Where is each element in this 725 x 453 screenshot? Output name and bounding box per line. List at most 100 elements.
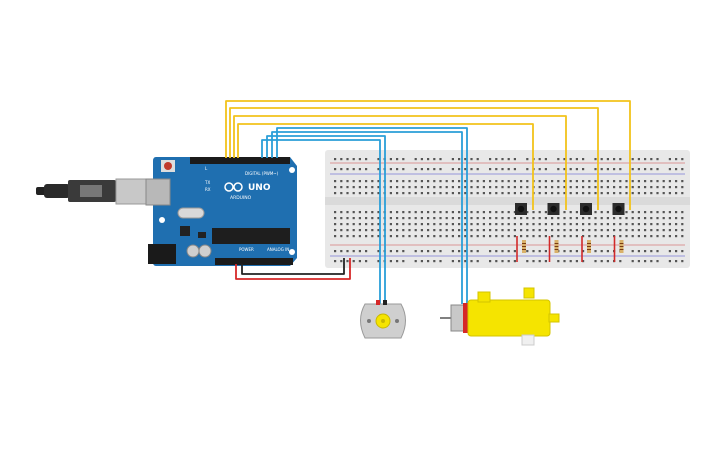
wire-yellow-3[interactable]: [233, 115, 567, 210]
breadboard-hole: [644, 211, 647, 214]
resistor-band: [619, 243, 624, 244]
breadboard-hole: [656, 260, 659, 263]
breadboard-hole: [365, 186, 368, 189]
wire-blue-4[interactable]: [276, 127, 468, 304]
breadboard-hole: [358, 158, 361, 161]
breadboard-hole: [668, 211, 671, 214]
breadboard-hole: [464, 180, 467, 183]
breadboard-hole: [631, 192, 634, 195]
resistor-icon[interactable]: [548, 236, 559, 262]
breadboard-hole: [346, 186, 349, 189]
wire-yellow-1[interactable]: [225, 100, 631, 210]
breadboard-hole: [544, 158, 547, 161]
breadboard-hole: [377, 192, 380, 195]
breadboard-hole: [557, 158, 560, 161]
breadboard-hole: [464, 186, 467, 189]
breadboard-hole: [402, 223, 405, 226]
breadboard-hole: [346, 180, 349, 183]
pushbutton-icon[interactable]: [580, 203, 592, 215]
resistor-icon[interactable]: [581, 236, 591, 262]
wire-black-ground[interactable]: [241, 258, 345, 275]
breadboard-hole: [340, 235, 343, 238]
breadboard-hole: [520, 223, 523, 226]
breadboard-hole: [662, 192, 665, 195]
wire-yellow-2[interactable]: [229, 107, 599, 210]
breadboard-hole: [594, 180, 597, 183]
breadboard-hole: [396, 250, 399, 253]
breadboard-hole: [681, 168, 684, 171]
breadboard-hole: [427, 211, 430, 214]
breadboard-hole: [538, 192, 541, 195]
breadboard-hole: [606, 223, 609, 226]
breadboard-hole: [470, 158, 473, 161]
breadboard-hole: [458, 186, 461, 189]
pushbutton-icon[interactable]: [515, 203, 527, 215]
breadboard-hole: [650, 211, 653, 214]
wires: [225, 100, 631, 304]
breadboard-hole: [563, 180, 566, 183]
breadboard-hole: [346, 158, 349, 161]
breadboard-hole: [594, 229, 597, 232]
dc-motor-icon[interactable]: [360, 300, 406, 339]
gear-motor-icon[interactable]: [440, 287, 560, 346]
breadboard-hole: [482, 235, 485, 238]
arduino-logo-icon: [224, 182, 243, 192]
wire-blue-1[interactable]: [261, 139, 381, 304]
breadboard-hole: [656, 250, 659, 253]
breadboard-hole: [526, 223, 529, 226]
breadboard-hole: [600, 217, 603, 220]
breadboard-hole: [631, 250, 634, 253]
gear-motor-shaft: [548, 313, 560, 323]
resistor-icon[interactable]: [613, 236, 624, 262]
breadboard-hole: [526, 229, 529, 232]
dc-motor-screw: [395, 319, 399, 323]
breadboard-hole: [365, 229, 368, 232]
breadboard-hole: [619, 235, 622, 238]
breadboard-hole: [557, 235, 560, 238]
breadboard-hole: [464, 217, 467, 220]
breadboard-hole: [656, 229, 659, 232]
wire-blue-2[interactable]: [266, 135, 386, 304]
breadboard-hole: [482, 211, 485, 214]
breadboard-hole: [637, 223, 640, 226]
gear-motor-tab: [523, 287, 535, 299]
breadboard-hole: [582, 168, 585, 171]
arduino-uno-board[interactable]: UNO ARDUINO DIGITAL (PWM~) POWER ANALOG …: [145, 157, 297, 266]
breadboard-hole: [389, 180, 392, 183]
pushbutton-icon[interactable]: [612, 203, 625, 215]
wire-blue-3[interactable]: [271, 131, 463, 304]
breadboard-hole: [476, 192, 479, 195]
breadboard-hole: [334, 217, 337, 220]
breadboard-hole: [433, 260, 436, 263]
breadboard-hole: [662, 186, 665, 189]
breadboard-hole: [445, 235, 448, 238]
resistor-band: [619, 249, 624, 250]
breadboard-hole: [420, 260, 423, 263]
resistor-icon[interactable]: [516, 236, 526, 262]
breadboard-hole: [340, 211, 343, 214]
breadboard-hole: [538, 180, 541, 183]
breadboard-hole: [557, 260, 560, 263]
wire-yellow-4[interactable]: [237, 123, 534, 210]
breadboard-hole: [594, 250, 597, 253]
breadboard-hole: [544, 235, 547, 238]
breadboard-hole: [675, 235, 678, 238]
breadboard-hole: [588, 223, 591, 226]
breadboard-hole: [526, 211, 529, 214]
breadboard-hole: [396, 158, 399, 161]
breadboard-hole: [352, 192, 355, 195]
pushbutton-icon[interactable]: [547, 203, 560, 215]
breadboard-hole: [396, 260, 399, 263]
breadboard-hole: [507, 235, 510, 238]
breadboard-hole: [495, 217, 498, 220]
breadboard-hole: [402, 235, 405, 238]
breadboard-hole: [575, 158, 578, 161]
usb-plug-icon[interactable]: [36, 178, 161, 205]
breadboard-hole: [650, 250, 653, 253]
breadboard-hole: [625, 186, 628, 189]
breadboard-hole: [644, 217, 647, 220]
wire-red-power[interactable]: [235, 258, 351, 280]
breadboard-hole: [631, 217, 634, 220]
breadboard-hole: [619, 223, 622, 226]
breadboard-hole: [365, 250, 368, 253]
